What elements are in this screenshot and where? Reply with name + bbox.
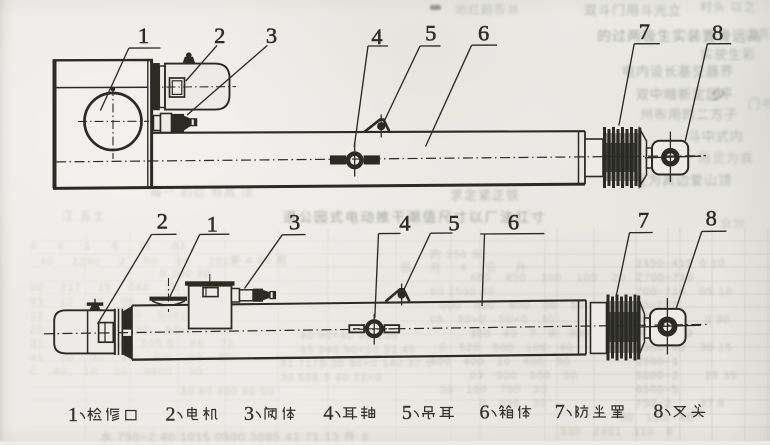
svg-text:6: 6 <box>478 21 489 46</box>
svg-text:3: 3 <box>266 23 277 48</box>
svg-text:7: 7 <box>638 208 649 233</box>
svg-text:2: 2 <box>157 208 168 233</box>
svg-text:5: 5 <box>402 402 412 424</box>
svg-text:6: 6 <box>480 402 490 424</box>
svg-text:6: 6 <box>508 210 519 235</box>
svg-text:3: 3 <box>244 403 254 425</box>
svg-text:5: 5 <box>448 210 459 235</box>
svg-text:2: 2 <box>166 403 176 425</box>
svg-text:7: 7 <box>639 19 650 44</box>
svg-text:3: 3 <box>289 210 300 235</box>
svg-text:2: 2 <box>214 23 225 48</box>
svg-text:8: 8 <box>712 20 723 45</box>
svg-text:8: 8 <box>653 401 663 423</box>
svg-text:1: 1 <box>207 211 218 236</box>
svg-text:7: 7 <box>555 401 565 423</box>
svg-text:4: 4 <box>399 210 410 235</box>
svg-text:1: 1 <box>68 404 78 426</box>
svg-text:8: 8 <box>706 206 717 231</box>
svg-text:1: 1 <box>138 23 149 48</box>
svg-text:4: 4 <box>323 402 333 424</box>
svg-text:5: 5 <box>425 21 436 46</box>
svg-text:4: 4 <box>371 24 382 49</box>
